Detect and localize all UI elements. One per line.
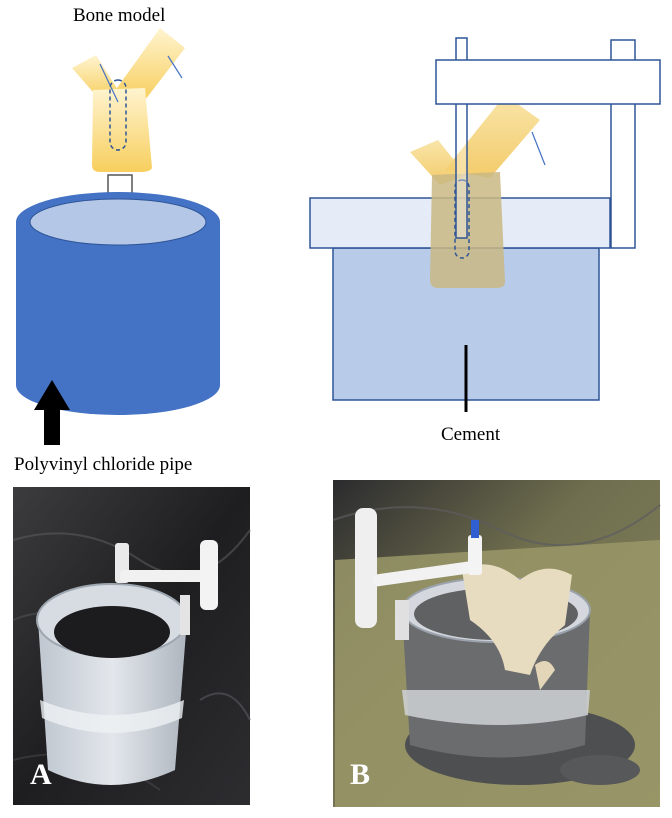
pvc-pipe: [16, 192, 220, 415]
pvc-pipe-body: [16, 222, 220, 415]
bone-model-arm-right: [112, 28, 185, 100]
black-arrow-up-icon: [34, 380, 70, 445]
bone-model-diagram: [72, 28, 185, 172]
crossbar: [435, 59, 661, 105]
bone-model-arm-left: [72, 55, 118, 100]
pvc-pipe-label: Polyvinyl chloride pipe: [14, 454, 193, 475]
bone-model-label: Bone model: [73, 5, 166, 26]
panel-label-a: A: [30, 758, 52, 791]
bone-model-body: [92, 88, 152, 172]
pvc-pipe-opening: [29, 198, 207, 246]
guide-rod-left: [455, 37, 468, 239]
embedded-bone-hole: [454, 179, 470, 259]
embedded-bone-arm-left: [410, 140, 466, 185]
bone-model-hole: [109, 79, 127, 151]
cement-setup-diagram: [309, 37, 661, 412]
panel-label-b: B: [350, 758, 371, 791]
embedded-bone-arm-right: [445, 95, 540, 178]
cement-label: Cement: [441, 424, 501, 445]
photo-b: [332, 480, 661, 807]
photo-a: [12, 487, 251, 805]
